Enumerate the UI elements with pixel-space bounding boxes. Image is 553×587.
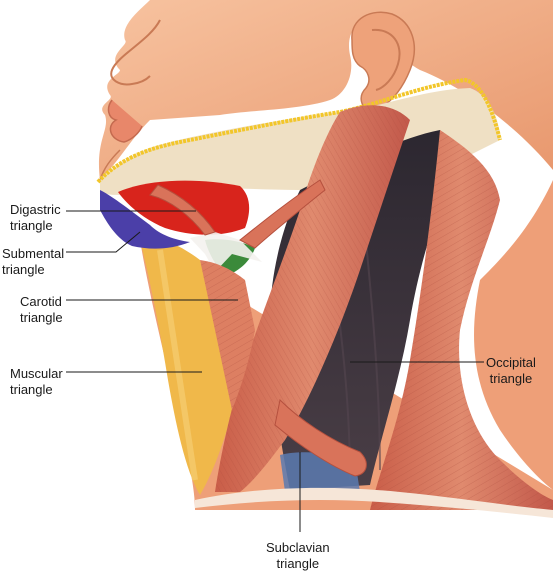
label-submental-triangle: Submental triangle [2, 246, 64, 278]
label-muscular-triangle: Muscular triangle [10, 366, 63, 398]
clavicle [195, 487, 553, 518]
label-occipital-triangle: Occipital triangle [486, 355, 536, 387]
label-line: Digastric [10, 202, 61, 217]
label-carotid-triangle: Carotid triangle [20, 294, 63, 326]
digastric-muscle [149, 179, 326, 249]
muscular-triangle-region [140, 238, 235, 496]
label-line: triangle [10, 218, 53, 233]
label-line: Submental [2, 246, 65, 261]
label-line: triangle [2, 262, 45, 277]
label-line: Muscular [10, 366, 63, 381]
submental-leader [66, 231, 141, 253]
label-line: triangle [276, 556, 320, 571]
leader-lines [66, 210, 484, 532]
label-line: Carotid [20, 294, 62, 309]
omohyoid-muscle [274, 398, 367, 477]
label-line: triangle [10, 382, 53, 397]
submental-triangle-region [100, 190, 190, 249]
hyoid-bone [190, 232, 262, 272]
lips [107, 99, 143, 143]
ear [351, 11, 415, 113]
label-digastric-triangle: Digastric triangle [10, 202, 61, 234]
nose [110, 19, 161, 86]
label-line: triangle [489, 371, 533, 386]
label-line: Subclavian [266, 540, 330, 555]
label-line: triangle [20, 310, 63, 325]
label-line: Occipital [486, 355, 536, 370]
label-subclavian-triangle: Subclavian triangle [266, 540, 330, 572]
mandible-fat-line [96, 77, 502, 184]
head-skin [98, 0, 553, 180]
